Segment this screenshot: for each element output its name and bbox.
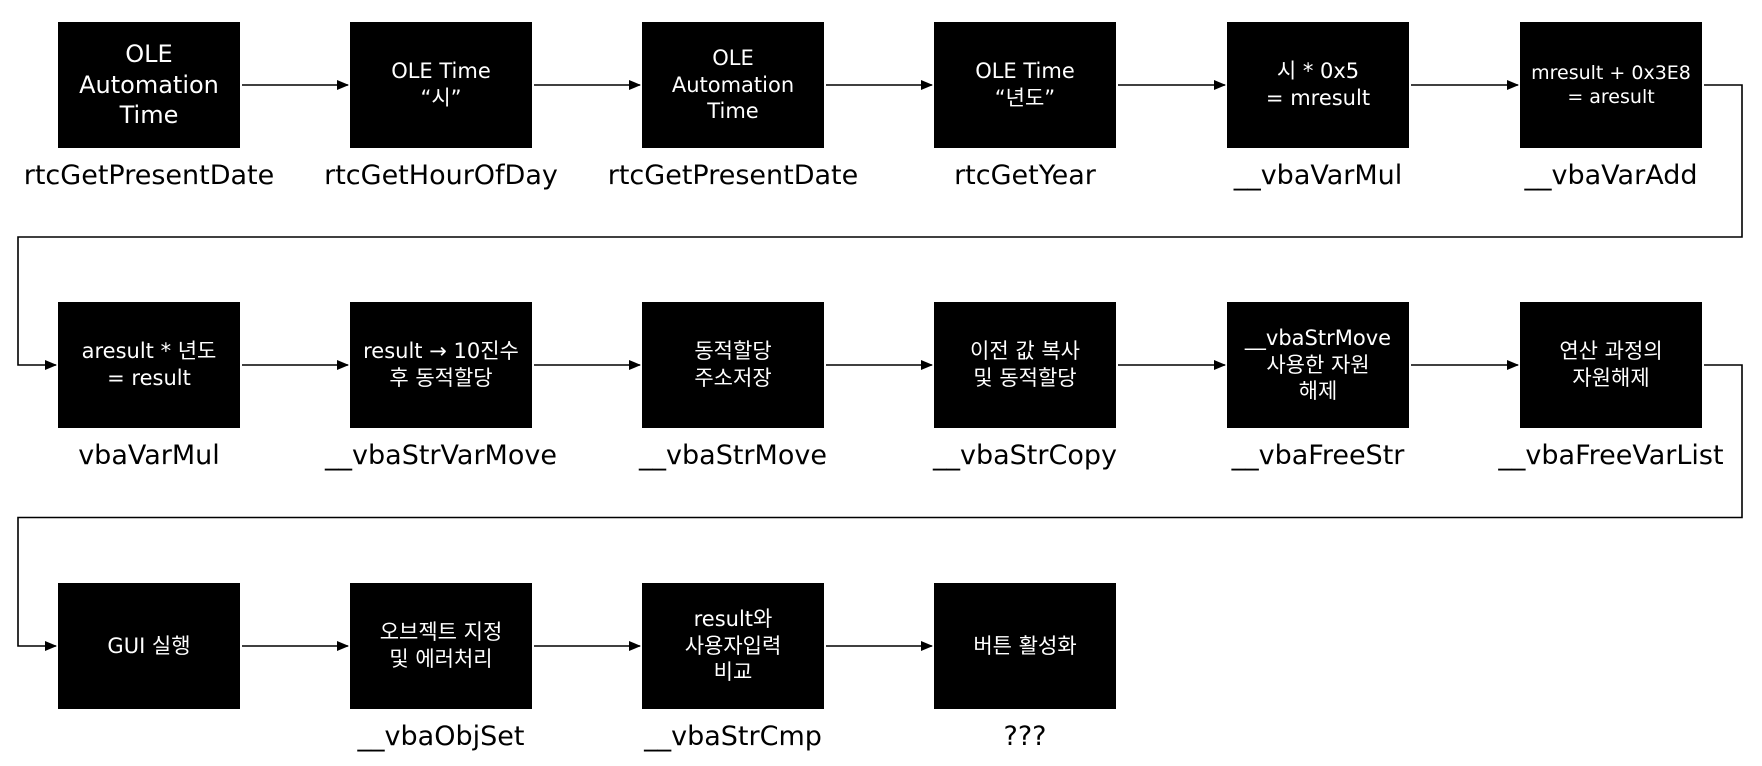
process-box: 버튼 활성화 bbox=[934, 583, 1116, 709]
function-caption: ??? bbox=[1003, 721, 1047, 752]
process-box: result → 10진수 후 동적할당 bbox=[350, 302, 532, 428]
process-box: mresult + 0x3E8 = aresult bbox=[1520, 22, 1702, 148]
function-caption: vbaVarMul bbox=[78, 440, 220, 471]
function-caption: __vbaStrVarMove bbox=[325, 440, 557, 471]
function-caption: __vbaStrCmp bbox=[644, 721, 822, 752]
process-box-label: __vbaStrMove 사용한 자원 해제 bbox=[1244, 325, 1392, 404]
process-box-label: OLE Time “년도” bbox=[975, 59, 1075, 110]
function-caption: rtcGetYear bbox=[954, 160, 1096, 191]
function-caption: __vbaStrCopy bbox=[933, 440, 1117, 471]
process-box: 연산 과정의 자원해제 bbox=[1520, 302, 1702, 428]
process-box: OLE Time “년도” bbox=[934, 22, 1116, 148]
function-caption: __vbaObjSet bbox=[357, 721, 525, 752]
process-box-label: GUI 실행 bbox=[107, 633, 191, 658]
process-box: OLE Time “시” bbox=[350, 22, 532, 148]
function-caption: __vbaVarMul bbox=[1233, 160, 1403, 191]
process-box-label: OLE Time “시” bbox=[391, 59, 491, 110]
process-box-label: OLE Automation Time bbox=[79, 39, 219, 130]
function-caption: __vbaStrMove bbox=[639, 440, 827, 471]
process-box: 오브젝트 지정 및 에러처리 bbox=[350, 583, 532, 709]
function-caption: rtcGetPresentDate bbox=[23, 160, 275, 191]
process-box-label: 버튼 활성화 bbox=[973, 633, 1077, 658]
function-caption: __vbaVarAdd bbox=[1524, 160, 1698, 191]
process-box: OLE Automation Time bbox=[642, 22, 824, 148]
process-box: 동적할당 주소저장 bbox=[642, 302, 824, 428]
process-box: result와 사용자입력 비교 bbox=[642, 583, 824, 709]
wrap-connector bbox=[17, 364, 1743, 651]
process-box-label: 오브젝트 지정 및 에러처리 bbox=[379, 620, 503, 671]
process-box-label: 이전 값 복사 및 동적할당 bbox=[970, 339, 1080, 390]
process-box-label: 시 * 0x5 = mresult bbox=[1265, 59, 1371, 110]
wrap-connector bbox=[17, 84, 1743, 370]
process-box-label: mresult + 0x3E8 = aresult bbox=[1531, 61, 1691, 108]
process-box-label: 동적할당 주소저장 bbox=[694, 339, 772, 390]
process-box: 시 * 0x5 = mresult bbox=[1227, 22, 1409, 148]
function-caption: __vbaFreeStr bbox=[1231, 440, 1405, 471]
process-box: aresult * 년도 = result bbox=[58, 302, 240, 428]
process-box: GUI 실행 bbox=[58, 583, 240, 709]
function-caption: __vbaFreeVarList bbox=[1498, 440, 1724, 471]
process-box: 이전 값 복사 및 동적할당 bbox=[934, 302, 1116, 428]
process-box-label: result와 사용자입력 비교 bbox=[684, 606, 782, 685]
process-box-label: 연산 과정의 자원해제 bbox=[1559, 339, 1663, 390]
process-box: __vbaStrMove 사용한 자원 해제 bbox=[1227, 302, 1409, 428]
process-box-label: aresult * 년도 = result bbox=[81, 339, 217, 390]
process-box: OLE Automation Time bbox=[58, 22, 240, 148]
process-box-label: result → 10진수 후 동적할당 bbox=[363, 339, 519, 390]
function-caption: rtcGetHourOfDay bbox=[324, 160, 558, 191]
process-box-label: OLE Automation Time bbox=[671, 45, 795, 124]
function-caption: rtcGetPresentDate bbox=[607, 160, 859, 191]
